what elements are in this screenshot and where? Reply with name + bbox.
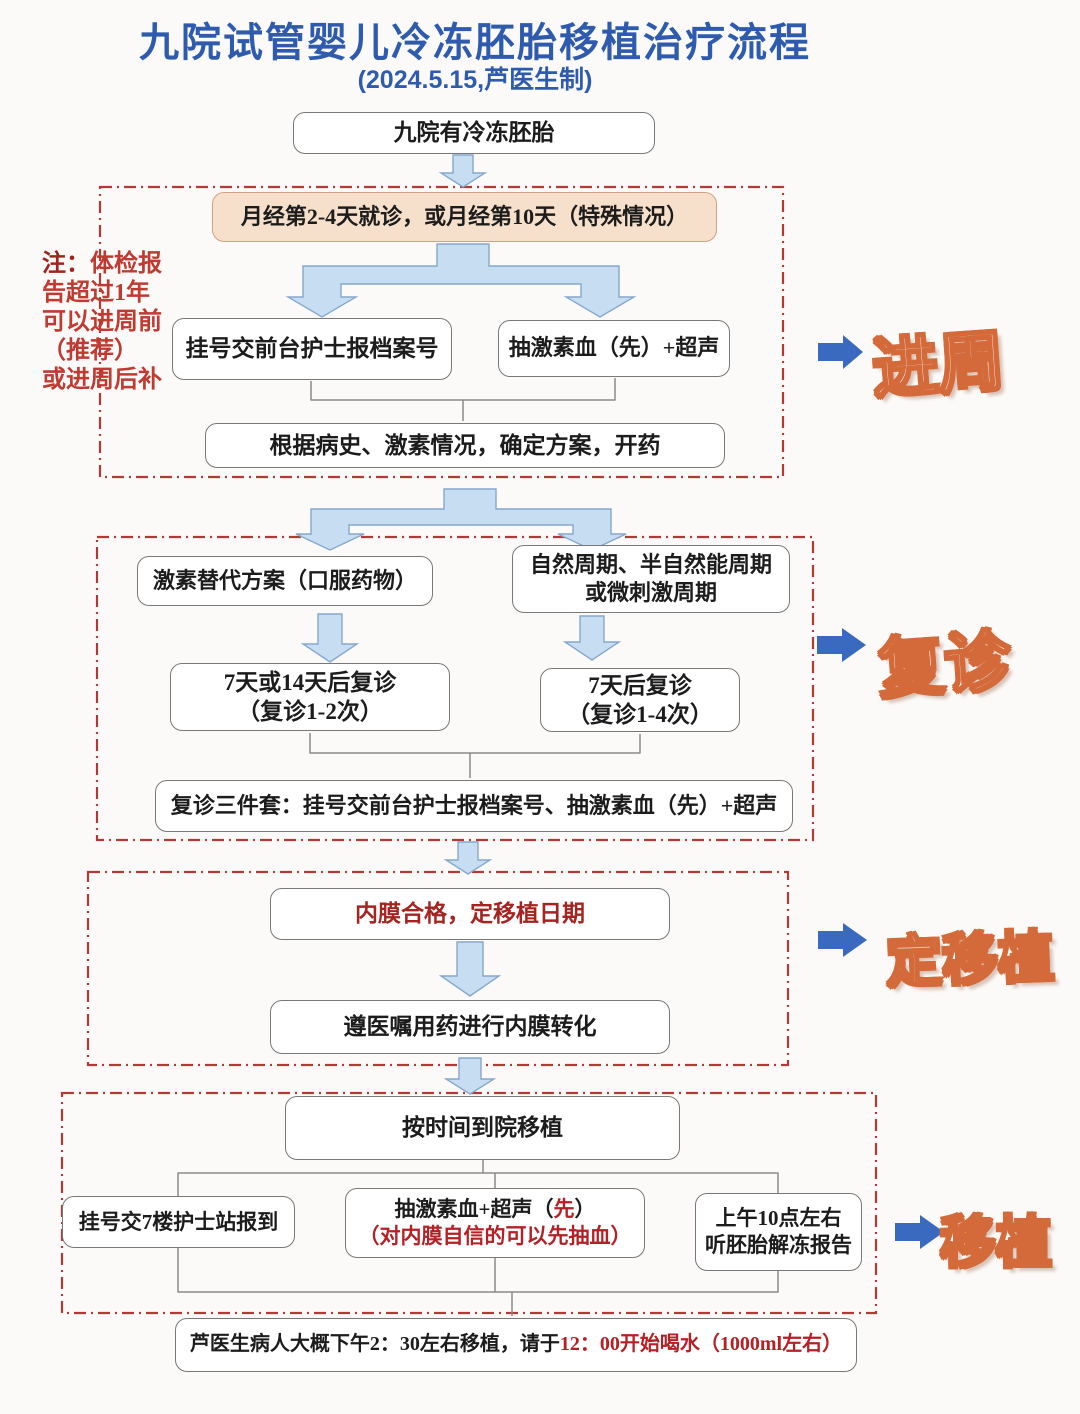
section-fuzhen-border xyxy=(95,535,815,842)
down-arrow-icon xyxy=(300,613,360,663)
natural-cycle-line1: 自然周期、半自然能周期 xyxy=(529,551,772,577)
arrive-box: 按时间到院移植 xyxy=(285,1096,680,1160)
menses-box: 月经第2-4天就诊，或月经第10天（特殊情况） xyxy=(212,192,717,242)
footer-instruction-line: 芦医生病人大概下午2：30左右移植，请于12：00开始喝水（1000ml左右） xyxy=(190,1332,842,1358)
section-label-fuzhen: 复诊 xyxy=(875,622,1014,708)
transfer-blood-black1: 抽激素血+超声（ xyxy=(394,1197,554,1222)
right-arrow-icon xyxy=(818,335,863,369)
revisit-left-line2: （复诊1-2次） xyxy=(237,699,383,724)
section-yizhi-border xyxy=(60,1091,878,1315)
hrt-box: 激素替代方案（口服药物） xyxy=(137,556,433,606)
split-arrow-icon xyxy=(295,488,627,551)
transfer-blood-red: 先 xyxy=(553,1197,575,1222)
revisit-right-line1: 7天后复诊 xyxy=(588,672,692,698)
note-line: 可以进周前 xyxy=(42,309,162,335)
transfer-blood-box: 抽激素血+超声（先） （对内膜自信的可以先抽血） xyxy=(345,1188,645,1258)
merge-connector xyxy=(309,733,641,778)
lining-meds-box: 遵医嘱用药进行内膜转化 xyxy=(270,1000,670,1054)
section-label-dingyizhi: 定移植 xyxy=(884,924,1057,995)
merge-connector xyxy=(177,1248,779,1316)
merge-connector xyxy=(310,378,616,421)
footer-instruction-box: 芦医生病人大概下午2：30左右移植，请于12：00开始喝水（1000ml左右） xyxy=(175,1318,857,1372)
note-line: 告超过1年 xyxy=(42,280,150,306)
start-box: 九院有冷冻胚胎 xyxy=(293,112,655,154)
note-prefix: 注： xyxy=(42,251,90,277)
side-note: 注：体检报 告超过1年 可以进周前 （推荐） 或进周后补 xyxy=(42,250,192,395)
note-line: 或进周后补 xyxy=(42,367,162,393)
section-dingyizhi-border xyxy=(86,870,790,1067)
split-connector xyxy=(177,1160,779,1196)
transfer-blood-line2: （对内膜自信的可以先抽血） xyxy=(358,1224,632,1248)
down-arrow-icon xyxy=(438,154,488,188)
page-title: 九院试管婴儿冷冻胚胎移植治疗流程 xyxy=(139,21,811,65)
down-arrow-icon xyxy=(443,1057,497,1095)
right-arrow-icon xyxy=(895,1215,944,1249)
right-arrow-icon xyxy=(817,628,866,662)
right-arrow-icon xyxy=(818,923,867,957)
down-arrow-icon xyxy=(562,615,622,661)
revisit-left-box: 7天或14天后复诊 （复诊1-2次） xyxy=(170,663,450,731)
hormone-blood-box: 抽激素血（先）+超声 xyxy=(498,320,730,377)
down-arrow-icon xyxy=(443,841,493,875)
register-box: 挂号交前台护士报档案号 xyxy=(172,318,452,380)
checkin-box: 挂号交7楼护士站报到 xyxy=(62,1196,295,1248)
transfer-blood-black2: ） xyxy=(574,1197,596,1222)
transfer-blood-line1: 抽激素血+超声（先） xyxy=(395,1196,596,1223)
down-arrow-icon xyxy=(438,941,502,997)
natural-cycle-line2: 或微刺激周期 xyxy=(584,580,717,605)
section-jinzhou-border xyxy=(98,185,785,479)
thaw-report-line1: 上午10点左右 xyxy=(715,1206,842,1231)
note-line: （推荐） xyxy=(42,338,138,364)
footer-black-text: 芦医生病人大概下午2：30左右移植，请于 xyxy=(189,1333,560,1356)
page-subtitle: (2024.5.15,芦医生制) xyxy=(357,66,593,94)
footer-red-text: 12：00开始喝水（1000ml左右） xyxy=(559,1333,843,1356)
section-label-jinzhou: 进周 xyxy=(869,322,1008,408)
natural-cycle-box: 自然周期、半自然能周期 或微刺激周期 xyxy=(512,545,790,613)
split-arrow-icon xyxy=(285,243,637,318)
revisit-right-box: 7天后复诊 （复诊1-4次） xyxy=(540,668,740,732)
lining-qualified-box: 内膜合格，定移植日期 xyxy=(270,888,670,940)
note-line: 注：体检报 xyxy=(42,250,192,279)
thaw-report-box: 上午10点左右 听胚胎解冻报告 xyxy=(695,1193,862,1271)
revisit-kit-box: 复诊三件套：挂号交前台护士报档案号、抽激素血（先）+超声 xyxy=(155,780,793,832)
thaw-report-line2: 听胚胎解冻报告 xyxy=(705,1233,852,1257)
section-label-yizhi: 移植 xyxy=(939,1210,1054,1276)
note-text: 体检报 xyxy=(90,251,162,277)
revisit-right-line2: （复诊1-4次） xyxy=(567,702,713,727)
revisit-left-line1: 7天或14天后复诊 xyxy=(223,669,397,695)
plan-box: 根据病史、激素情况，确定方案，开药 xyxy=(205,423,725,468)
